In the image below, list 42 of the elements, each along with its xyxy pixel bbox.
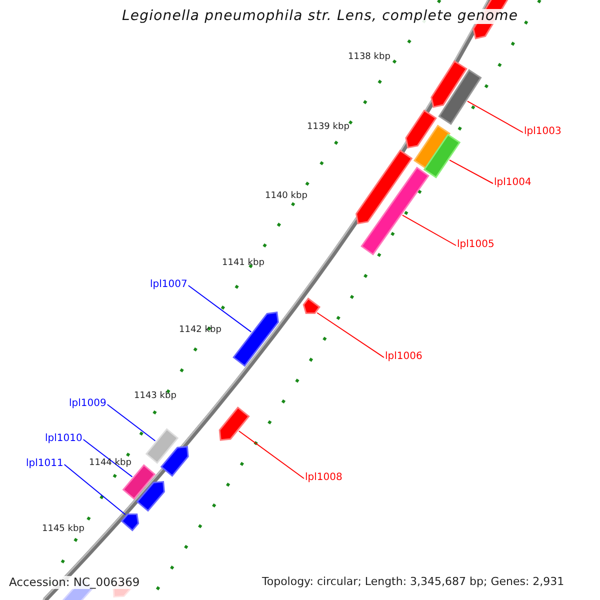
gene-label: lpl1011: [26, 458, 64, 469]
gene-feature: [160, 446, 189, 477]
genome-info-text: Topology: circular; Length: 3,345,687 bp; Genes: 2,931: [262, 576, 564, 588]
leader-line: [316, 312, 384, 358]
scale-label: 1145 kbp: [42, 525, 84, 535]
gene-label: lpl1007: [150, 279, 188, 290]
scale-label: 1144 kbp: [89, 459, 132, 469]
gene-feature: [423, 134, 461, 178]
leader-line: [188, 285, 252, 332]
scale-label: 1140 kbp: [265, 192, 308, 202]
gene-feature: [232, 312, 279, 367]
scale-label: 1141 kbp: [222, 259, 264, 269]
leader-line: [82, 439, 133, 478]
gene-label: lpl1004: [494, 177, 532, 188]
gene-label: lpl1010: [45, 433, 82, 444]
gene-feature: [302, 298, 321, 314]
leader-line: [402, 214, 456, 246]
gene-label: lpl1009: [69, 398, 106, 409]
leader-line: [238, 430, 304, 479]
scale-label: 1143 kbp: [134, 392, 176, 402]
gene-label: lpl1005: [457, 239, 494, 250]
gene-feature: [430, 60, 468, 108]
gene-feature: [360, 166, 430, 256]
gene-feature: [356, 149, 413, 224]
gene-feature: [145, 428, 179, 464]
gene-feature: [120, 514, 140, 532]
gene-label: lpl1003: [524, 126, 562, 137]
leader-line: [466, 100, 524, 133]
leader-line: [449, 160, 494, 184]
gene-feature: [405, 109, 437, 148]
gene-label: lpl1008: [305, 472, 342, 483]
scale-label: 1138 kbp: [348, 53, 390, 63]
gene-feature: [218, 406, 250, 441]
leader-line: [64, 464, 126, 516]
gene-feature: [438, 69, 482, 125]
title: Legionella pneumophila str. Lens, complete genome: [122, 9, 518, 24]
leader-line: [106, 404, 156, 442]
gene-feature: [136, 481, 165, 512]
gene-label: lpl1006: [385, 351, 422, 362]
accession-text: Accession: NC_006369: [9, 576, 140, 589]
scale-label: 1142 kbp: [179, 326, 222, 336]
scale-label: 1139 kbp: [307, 123, 350, 133]
